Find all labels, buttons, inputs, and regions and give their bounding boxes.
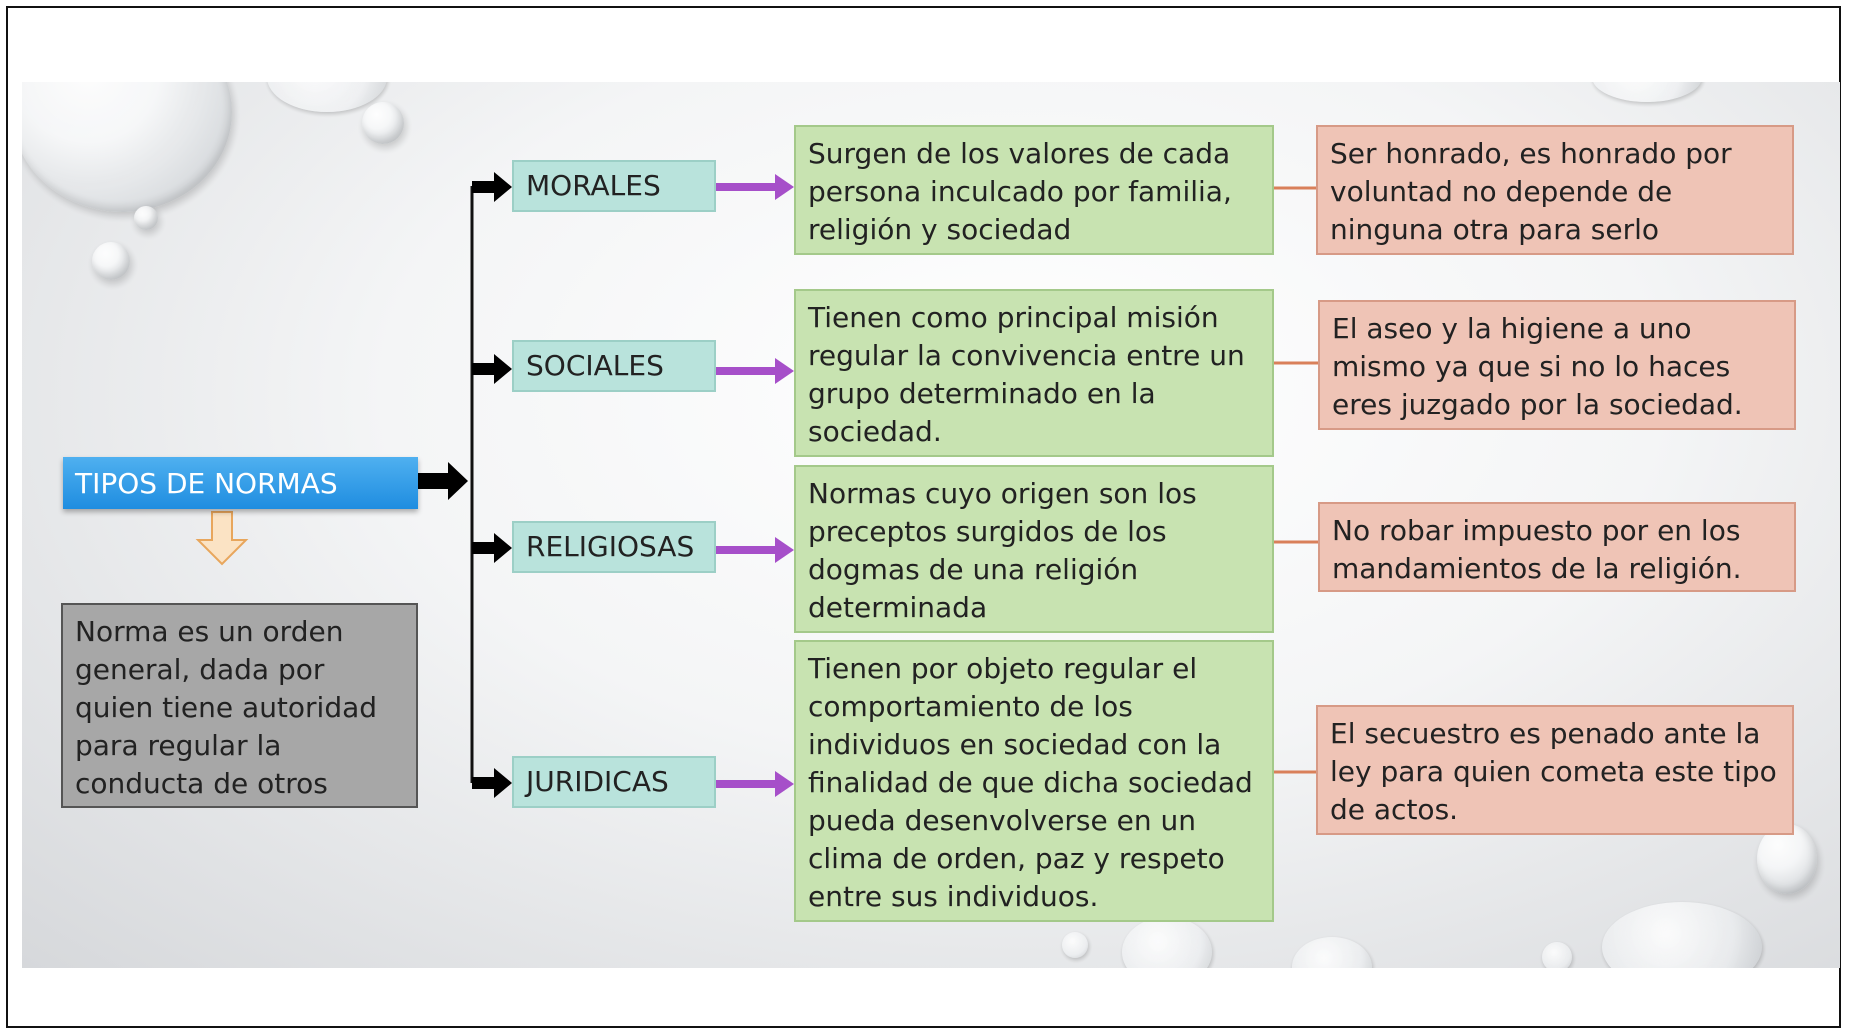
water-drop-decoration: [1757, 824, 1817, 894]
water-drop-decoration: [1602, 902, 1762, 968]
example-box-juridicas: El secuestro es penado ante la ley para …: [1316, 705, 1794, 835]
water-drop-decoration: [22, 82, 232, 212]
description-text: Normas cuyo origen son los preceptos sur…: [808, 477, 1197, 624]
category-box-sociales: SOCIALES: [512, 340, 716, 392]
water-drop-decoration: [1122, 917, 1212, 968]
water-drop-decoration: [1292, 937, 1372, 968]
definition-text: Norma es un orden general, dada por quie…: [75, 615, 378, 800]
category-box-religiosas: RELIGIOSAS: [512, 521, 716, 573]
description-text: Tienen como principal misión regular la …: [808, 301, 1245, 448]
example-text: El secuestro es penado ante la ley para …: [1330, 717, 1777, 826]
category-label: RELIGIOSAS: [526, 530, 695, 563]
category-label: SOCIALES: [526, 349, 664, 382]
water-drop-decoration: [134, 206, 158, 230]
water-drop-decoration: [1062, 932, 1088, 958]
diagram-title: TIPOS DE NORMAS: [63, 457, 418, 509]
description-text: Surgen de los valores de cada persona in…: [808, 137, 1232, 246]
water-drop-decoration: [362, 102, 404, 144]
description-box-religiosas: Normas cuyo origen son los preceptos sur…: [794, 465, 1274, 633]
water-drop-decoration: [1542, 942, 1572, 968]
example-box-morales: Ser honrado, es honrado por voluntad no …: [1316, 125, 1794, 255]
category-box-juridicas: JURIDICAS: [512, 756, 716, 808]
example-box-religiosas: No robar impuesto por en los mandamiento…: [1318, 502, 1796, 592]
category-box-morales: MORALES: [512, 160, 716, 212]
category-label: JURIDICAS: [526, 765, 669, 798]
definition-box: Norma es un orden general, dada por quie…: [61, 603, 418, 808]
description-box-morales: Surgen de los valores de cada persona in…: [794, 125, 1274, 255]
diagram-title-text: TIPOS DE NORMAS: [75, 466, 338, 500]
description-box-juridicas: Tienen por objeto regular el comportamie…: [794, 640, 1274, 922]
water-drop-decoration: [92, 242, 130, 280]
example-text: Ser honrado, es honrado por voluntad no …: [1330, 137, 1732, 246]
water-drop-decoration: [1592, 82, 1702, 102]
example-text: El aseo y la higiene a uno mismo ya que …: [1332, 312, 1743, 421]
description-box-sociales: Tienen como principal misión regular la …: [794, 289, 1274, 457]
description-text: Tienen por objeto regular el comportamie…: [808, 652, 1253, 913]
example-box-sociales: El aseo y la higiene a uno mismo ya que …: [1318, 300, 1796, 430]
category-label: MORALES: [526, 169, 661, 202]
example-text: No robar impuesto por en los mandamiento…: [1332, 514, 1742, 585]
